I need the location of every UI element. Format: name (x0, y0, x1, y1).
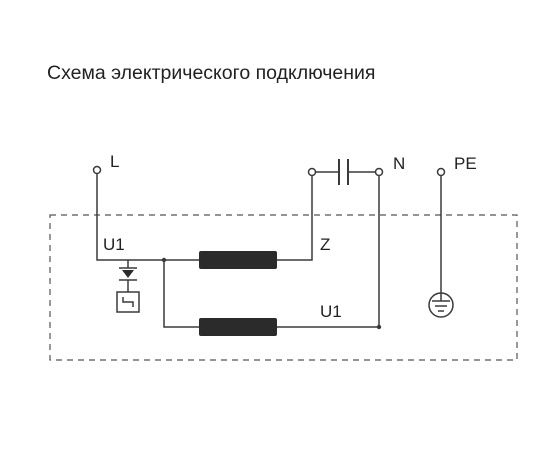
lower-winding-lead (163, 260, 199, 328)
terminal-capacitor-contact (307, 167, 317, 177)
upper-winding-return (277, 176, 313, 261)
auxiliary-winding (199, 251, 277, 269)
l-wire (96, 174, 164, 261)
diagram-title: Схема электрического подключения (47, 62, 376, 84)
terminal-pe-label: PE (454, 154, 477, 173)
ground-icon (428, 292, 454, 318)
motor-housing-frame (49, 214, 518, 361)
terminal-pe (436, 167, 446, 177)
terminal-l-label: L (110, 152, 119, 171)
main-winding (199, 318, 277, 336)
label-u1-top: U1 (103, 235, 125, 254)
terminal-n-label: N (393, 154, 405, 173)
terminal-n (374, 167, 384, 177)
terminal-l (92, 165, 102, 175)
thermal-protector (116, 267, 140, 313)
label-z: Z (320, 235, 330, 254)
capacitor (316, 159, 375, 185)
label-u1-bottom: U1 (320, 302, 342, 321)
